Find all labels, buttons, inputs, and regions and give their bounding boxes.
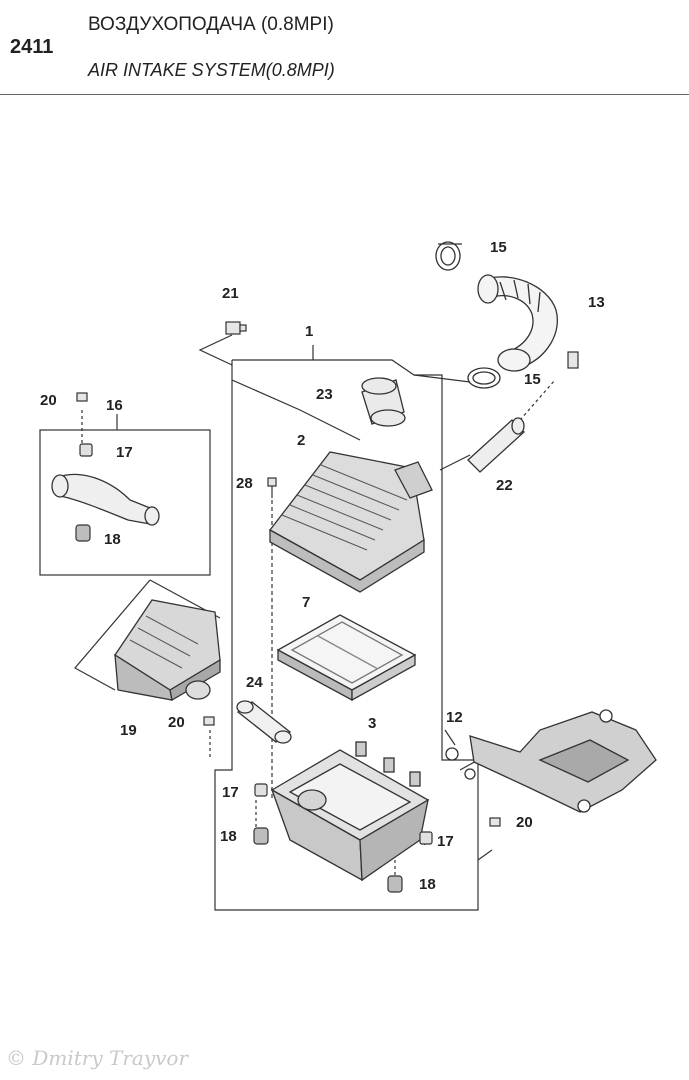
title-english: AIR INTAKE SYSTEM(0.8MPI)	[88, 60, 335, 80]
grommet-18-left	[75, 524, 91, 542]
tube-24	[236, 700, 292, 744]
callout-20-mid: 20	[168, 714, 185, 731]
section-code: 2411	[10, 36, 54, 58]
hose-clamp-15-top	[435, 241, 462, 271]
callout-17-left: 17	[222, 784, 239, 801]
bolt-20-right	[489, 817, 501, 827]
grommet-17-left	[254, 783, 268, 797]
resonator-19	[114, 599, 221, 702]
callout-12: 12	[446, 709, 463, 726]
screw-28	[267, 477, 277, 498]
callout-18-left: 18	[104, 531, 121, 548]
callout-24: 24	[246, 674, 263, 691]
callout-17-right: 17	[437, 833, 454, 850]
callout-3: 3	[368, 715, 376, 732]
watermark: © Dmitry Trayvor	[6, 1046, 189, 1070]
grommet-17-top	[79, 443, 93, 457]
callout-18-bottom: 18	[419, 876, 436, 893]
callout-23: 23	[316, 386, 333, 403]
title-russian: ВОЗДУХОПОДАЧА (0.8MPI)	[88, 14, 334, 35]
callout-13: 13	[588, 294, 605, 311]
callout-7: 7	[302, 594, 310, 611]
duct-23	[361, 377, 406, 427]
callout-22: 22	[496, 477, 513, 494]
grommet-17-right	[419, 831, 433, 845]
bolt-20-top	[76, 392, 88, 402]
bolt-20-mid	[203, 716, 215, 726]
air-cleaner-case-3	[270, 741, 430, 882]
small-fitting-13b	[567, 351, 579, 369]
hose-clamp-15-bottom	[467, 367, 501, 389]
bolt-21	[225, 321, 247, 335]
filter-element-7	[276, 614, 417, 702]
air-cleaner-cover-2	[269, 451, 433, 593]
resonator-hose-16	[51, 473, 160, 526]
callout-17-top: 17	[116, 444, 133, 461]
bracket-12	[445, 709, 657, 813]
callout-20-right: 20	[516, 814, 533, 831]
callout-15-bottom: 15	[524, 371, 541, 388]
grommet-18-bottom	[387, 875, 403, 893]
callout-15-top: 15	[490, 239, 507, 256]
hose-22	[467, 417, 525, 473]
grommet-18-mid	[253, 827, 269, 845]
callout-20-top: 20	[40, 392, 57, 409]
callout-28: 28	[236, 475, 253, 492]
intake-hose-13	[477, 274, 558, 372]
callout-19: 19	[120, 722, 137, 739]
page-header: 2411 ВОЗДУХОПОДАЧА (0.8MPI) AIR INTAKE S…	[0, 0, 689, 96]
header-divider	[0, 94, 689, 95]
callout-18-mid: 18	[220, 828, 237, 845]
callout-2: 2	[297, 432, 305, 449]
callout-21: 21	[222, 285, 239, 302]
group-bracket-16	[39, 429, 211, 576]
callout-16: 16	[106, 397, 123, 414]
callout-1: 1	[305, 323, 313, 340]
